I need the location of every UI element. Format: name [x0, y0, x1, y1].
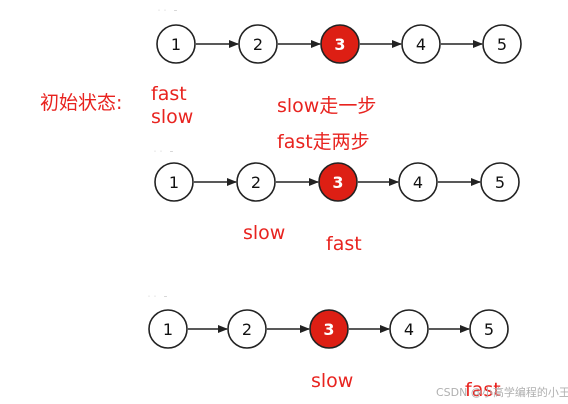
- node-5: [480, 162, 520, 202]
- node-3-highlighted: [318, 162, 358, 202]
- list-row-2: 1 2 3 4 5: [154, 162, 520, 202]
- node-label-2: 2: [251, 173, 261, 192]
- node-label-2: 2: [242, 320, 252, 339]
- slow-label-step2: slow: [311, 370, 354, 392]
- node-label-5: 5: [495, 173, 505, 192]
- list-row-1: 1 2 3 4 5: [156, 24, 522, 64]
- node-2: [238, 24, 278, 64]
- slow-label-initial: slow: [151, 106, 194, 128]
- watermark: CSDN @小高学编程的小王: [436, 386, 568, 399]
- node-label-3: 3: [334, 35, 345, 54]
- slow-step-label: slow走一步: [277, 95, 377, 117]
- node-4: [389, 309, 429, 349]
- node-2: [227, 309, 267, 349]
- top-marks-3: ˙˙ ˜: [147, 295, 170, 304]
- slow-label-step1: slow: [243, 222, 286, 244]
- fast-step-label: fast走两步: [277, 131, 370, 153]
- node-5: [482, 24, 522, 64]
- top-marks-2: ˙˙ ˜: [153, 150, 176, 159]
- node-label-4: 4: [416, 35, 426, 54]
- node-label-5: 5: [484, 320, 494, 339]
- node-label-4: 4: [404, 320, 414, 339]
- node-label-1: 1: [169, 173, 179, 192]
- node-1: [156, 24, 196, 64]
- list-row-3: 1 2 3 4 5: [148, 309, 509, 349]
- node-label-3: 3: [323, 320, 334, 339]
- fast-label-step1: fast: [326, 233, 362, 255]
- node-label-1: 1: [163, 320, 173, 339]
- fast-label-step2: fast: [465, 379, 501, 401]
- node-label-4: 4: [413, 173, 423, 192]
- fast-label-initial: fast: [151, 83, 187, 105]
- node-label-3: 3: [332, 173, 343, 192]
- node-4: [398, 162, 438, 202]
- node-1: [154, 162, 194, 202]
- node-3-highlighted: [309, 309, 349, 349]
- top-marks-1: ˙˙ ˜: [157, 9, 180, 18]
- node-5: [469, 309, 509, 349]
- node-label-2: 2: [253, 35, 263, 54]
- initial-state-label: 初始状态:: [40, 92, 123, 114]
- node-2: [236, 162, 276, 202]
- node-4: [401, 24, 441, 64]
- node-label-1: 1: [171, 35, 181, 54]
- node-label-5: 5: [497, 35, 507, 54]
- node-1: [148, 309, 188, 349]
- node-3-highlighted: [320, 24, 360, 64]
